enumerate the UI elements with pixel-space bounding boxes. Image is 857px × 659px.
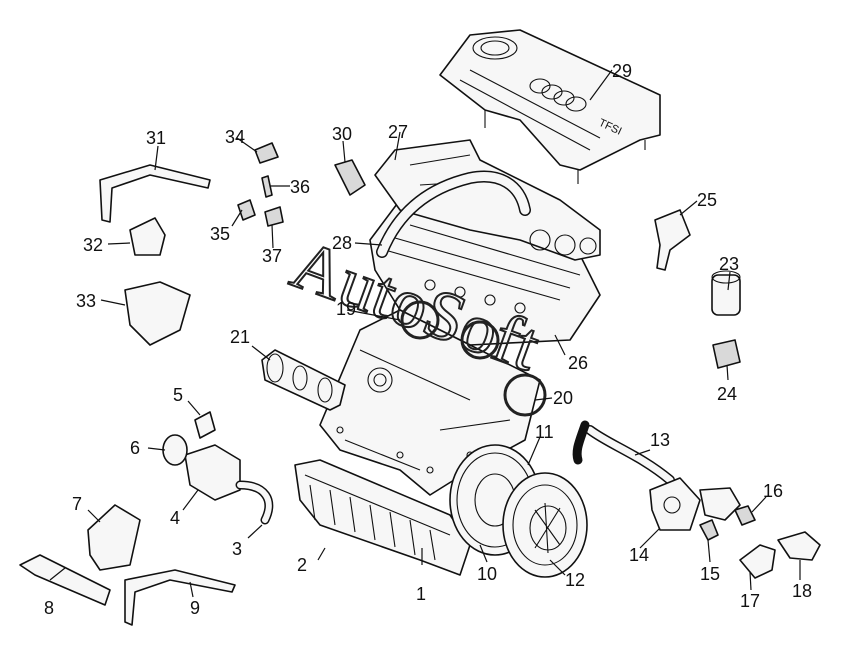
part-engine-mount-33[interactable] — [124, 281, 191, 346]
part-intake-manifold[interactable] — [374, 139, 601, 261]
callout-14[interactable]: 14 — [629, 545, 649, 565]
callout-2[interactable]: 2 — [297, 555, 307, 575]
part-sensor-16[interactable] — [734, 505, 756, 526]
callout-29[interactable]: 29 — [612, 61, 632, 81]
part-engine-cover[interactable]: TFSI — [439, 29, 661, 184]
callout-3[interactable]: 3 — [232, 539, 242, 559]
part-control-unit[interactable] — [87, 504, 141, 571]
callouts: 1 2 3 4 5 6 7 8 9 10 11 12 13 14 15 16 1… — [44, 61, 812, 618]
callout-19[interactable]: 19 — [336, 299, 356, 319]
callout-35[interactable]: 35 — [210, 224, 230, 244]
part-bush-37[interactable] — [264, 206, 284, 227]
callout-4[interactable]: 4 — [170, 508, 180, 528]
part-coolant-pipe[interactable] — [572, 420, 675, 485]
callout-26[interactable]: 26 — [568, 353, 588, 373]
callout-20[interactable]: 20 — [553, 388, 573, 408]
leader-lines — [49, 69, 801, 598]
callout-24[interactable]: 24 — [717, 384, 737, 404]
callout-23[interactable]: 23 — [719, 254, 739, 274]
callout-8[interactable]: 8 — [44, 598, 54, 618]
part-oil-filter-housing[interactable] — [184, 444, 274, 525]
callout-15[interactable]: 15 — [700, 564, 720, 584]
callout-5[interactable]: 5 — [173, 385, 183, 405]
callout-25[interactable]: 25 — [697, 190, 717, 210]
callout-31[interactable]: 31 — [146, 128, 166, 148]
callout-33[interactable]: 33 — [76, 291, 96, 311]
callout-12[interactable]: 12 — [565, 570, 585, 590]
part-bracket-31[interactable] — [99, 164, 211, 223]
part-clip-34[interactable] — [254, 142, 279, 164]
watermark-ring — [503, 373, 547, 417]
callout-37[interactable]: 37 — [262, 246, 282, 266]
watermark-ring — [400, 300, 440, 340]
callout-36[interactable]: 36 — [290, 177, 310, 197]
part-sensor-30[interactable] — [334, 159, 366, 196]
callout-21[interactable]: 21 — [230, 327, 250, 347]
callout-7[interactable]: 7 — [72, 494, 82, 514]
callout-11[interactable]: 11 — [535, 422, 554, 442]
callout-17[interactable]: 17 — [740, 591, 760, 611]
callout-28[interactable]: 28 — [332, 233, 352, 253]
part-stud-36[interactable] — [261, 175, 273, 198]
part-bolt-35[interactable] — [237, 199, 256, 221]
part-elbow-18[interactable] — [777, 531, 821, 561]
callout-32[interactable]: 32 — [83, 235, 103, 255]
part-bracket-8[interactable] — [19, 554, 111, 606]
callout-27[interactable]: 27 — [388, 122, 408, 142]
callout-16[interactable]: 16 — [763, 481, 783, 501]
part-sensor-15[interactable] — [699, 519, 719, 541]
part-breather-hose[interactable] — [376, 170, 531, 258]
part-bracket-9[interactable] — [124, 569, 236, 626]
part-gasket-24[interactable] — [712, 339, 741, 369]
callout-34[interactable]: 34 — [225, 127, 245, 147]
part-pressure-plate[interactable] — [502, 472, 588, 578]
watermark-ring — [460, 320, 500, 360]
callout-1[interactable]: 1 — [416, 584, 426, 604]
callout-30[interactable]: 30 — [332, 124, 352, 144]
part-flange-6[interactable] — [162, 434, 188, 466]
part-camshaft[interactable] — [261, 349, 346, 411]
part-elbow-17[interactable] — [739, 544, 776, 579]
callout-13[interactable]: 13 — [650, 430, 670, 450]
part-piston[interactable] — [711, 270, 741, 316]
callout-6[interactable]: 6 — [130, 438, 140, 458]
callout-9[interactable]: 9 — [190, 598, 200, 618]
part-ignition-coil[interactable] — [654, 209, 691, 271]
part-oil-pan[interactable] — [294, 459, 471, 576]
callout-18[interactable]: 18 — [792, 581, 812, 601]
part-coolant-flange[interactable] — [649, 477, 741, 531]
part-gasket-5[interactable] — [194, 411, 216, 439]
callout-10[interactable]: 10 — [477, 564, 497, 584]
part-engine-mount-32[interactable] — [129, 217, 166, 256]
